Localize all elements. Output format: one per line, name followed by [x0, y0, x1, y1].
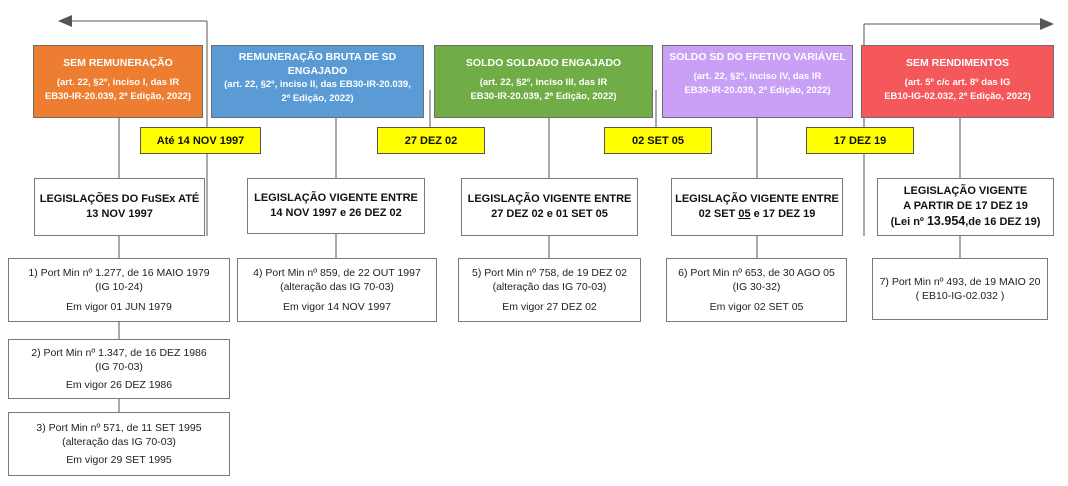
legislation-line2: 14 NOV 1997 e 26 DEZ 02 [270, 207, 402, 219]
legislation-line1: LEGISLAÇÃO VIGENTE ENTRE [675, 193, 839, 205]
category-ref: EB30-IR-20.039, 2ª Edição, 2022) [470, 91, 617, 102]
portaria-title: 6) Port Min nº 653, de 30 AGO 05 [678, 267, 835, 279]
category-title-line2: ENGAJADO [287, 65, 348, 77]
portaria-vigor: Em vigor 26 DEZ 1986 [65, 379, 173, 391]
legislation-line2: A PARTIR DE 17 DEZ 19 [903, 200, 1028, 212]
portaria-ref: ( EB10-IG-02.032 ) [915, 290, 1005, 302]
portaria-vigor: Em vigor 02 SET 05 [709, 301, 804, 313]
category-ref: 2ª Edição, 2022) [281, 93, 354, 104]
portaria-ref: (alteração das IG 70-03) [492, 281, 607, 293]
legislation-date-year: 05 [738, 208, 751, 220]
category-sem-rendimentos: SEM RENDIMENTOS (art. 5º c/c art. 8º das… [861, 45, 1054, 118]
portaria-vigor: Em vigor 29 SET 1995 [66, 454, 172, 466]
portaria-title: 3) Port Min nº 571, de 11 SET 1995 [36, 422, 202, 434]
category-ref: (art. 5º c/c art. 8º das IG [904, 77, 1011, 88]
portaria-box-7: 7) Port Min nº 493, de 19 MAIO 20 ( EB10… [872, 258, 1048, 320]
category-sem-remuneracao: SEM REMUNERAÇÃO (art. 22, §2º, inciso I,… [33, 45, 203, 118]
legislation-line1: LEGISLAÇÃO VIGENTE [903, 185, 1028, 197]
date-label-1: Até 14 NOV 1997 [140, 127, 261, 154]
portaria-box-1: 1) Port Min nº 1.277, de 16 MAIO 1979 (I… [8, 258, 230, 322]
legislation-date-end: e 17 DEZ 19 [750, 208, 816, 220]
category-ref: (art. 22, §2º, inciso I, das IR [56, 77, 180, 88]
category-ref: (art. 22, §2º, inciso III, das IR [479, 77, 608, 88]
category-title: SOLDO SOLDADO ENGAJADO [465, 57, 622, 69]
legislation-line1: LEGISLAÇÃO VIGENTE ENTRE [467, 193, 632, 205]
portaria-ref: (IG 30-32) [732, 281, 781, 293]
date-label-2: 27 DEZ 02 [377, 127, 485, 154]
portaria-title: 1) Port Min nº 1.277, de 16 MAIO 1979 [28, 267, 210, 279]
category-title: SEM REMUNERAÇÃO [63, 57, 173, 69]
category-title: SEM RENDIMENTOS [905, 57, 1010, 69]
category-remuneracao-bruta: REMUNERAÇÃO BRUTA DE SD ENGAJADO (art. 2… [211, 45, 424, 118]
portaria-ref: (IG 70-03) [95, 361, 143, 373]
portaria-box-5: 5) Port Min nº 758, de 19 DEZ 02 (altera… [458, 258, 641, 322]
legislation-box-1: LEGISLAÇÕES DO FuSEx ATÉ 13 NOV 1997 [34, 178, 205, 236]
arrow-right-head [1040, 18, 1054, 30]
legislation-date-start: 02 SET [698, 208, 739, 220]
portaria-box-2: 2) Port Min nº 1.347, de 16 DEZ 1986 (IG… [8, 339, 230, 399]
legislation-law-number: 13.954 [926, 214, 966, 228]
legislation-line1: LEGISLAÇÃO VIGENTE ENTRE [254, 192, 418, 204]
legislation-line2: 13 NOV 1997 [86, 208, 153, 220]
portaria-title: 5) Port Min nº 758, de 19 DEZ 02 [472, 267, 627, 279]
legislation-box-4: LEGISLAÇÃO VIGENTE ENTRE 02 SET 05 e 17 … [671, 178, 843, 236]
portaria-title: 2) Port Min nº 1.347, de 16 DEZ 1986 [31, 347, 207, 359]
category-ref: EB30-IR-20.039, 2ª Edição, 2022) [44, 91, 192, 102]
category-soldo-efetivo-variavel: SOLDO SD DO EFETIVO VARIÁVEL (art. 22, §… [662, 45, 853, 118]
portaria-ref: (IG 10-24) [95, 281, 143, 293]
portaria-title: 4) Port Min nº 859, de 22 OUT 1997 [253, 267, 421, 279]
date-label-3: 02 SET 05 [604, 127, 712, 154]
portaria-title: 7) Port Min nº 493, de 19 MAIO 20 [879, 276, 1041, 288]
legislation-box-2: LEGISLAÇÃO VIGENTE ENTRE 14 NOV 1997 e 2… [247, 178, 425, 234]
portaria-box-6: 6) Port Min nº 653, de 30 AGO 05 (IG 30-… [666, 258, 847, 322]
legislation-line2: 02 SET 05 e 17 DEZ 19 [672, 207, 842, 222]
legislation-law-prefix: (Lei nº [890, 216, 927, 228]
portaria-box-3: 3) Port Min nº 571, de 11 SET 1995 (alte… [8, 412, 230, 476]
legislation-box-5: LEGISLAÇÃO VIGENTE A PARTIR DE 17 DEZ 19… [877, 178, 1054, 236]
category-ref: (art. 22, §2º, inciso II, das EB30-IR-20… [224, 79, 411, 90]
portaria-ref: (alteração das IG 70-03) [280, 281, 394, 293]
category-ref: EB30-IR-20.039, 2ª Edição, 2022) [684, 85, 831, 96]
date-label-4: 17 DEZ 19 [806, 127, 914, 154]
portaria-ref: (alteração das IG 70-03) [62, 436, 176, 448]
portaria-vigor: Em vigor 14 NOV 1997 [283, 301, 391, 313]
category-title: REMUNERAÇÃO BRUTA DE SD [238, 51, 397, 63]
category-ref: (art. 22, §2º, inciso IV, das IR [693, 71, 822, 82]
category-soldo-engajado: SOLDO SOLDADO ENGAJADO (art. 22, §2º, in… [434, 45, 653, 118]
legislation-line3: (Lei nº 13.954,de 16 DEZ 19) [878, 214, 1053, 230]
category-ref: EB10-IG-02.032, 2ª Edição, 2022) [884, 91, 1031, 102]
legislation-law-date: ,de 16 DEZ 19) [965, 216, 1041, 228]
legislation-box-3: LEGISLAÇÃO VIGENTE ENTRE 27 DEZ 02 e 01 … [461, 178, 638, 236]
portaria-vigor: Em vigor 01 JUN 1979 [66, 301, 172, 313]
portaria-vigor: Em vigor 27 DEZ 02 [502, 301, 597, 313]
legislation-line2: 27 DEZ 02 e 01 SET 05 [491, 208, 608, 220]
arrow-left-head [58, 15, 72, 27]
portaria-box-4: 4) Port Min nº 859, de 22 OUT 1997 (alte… [237, 258, 437, 322]
legislation-line1: LEGISLAÇÕES DO FuSEx ATÉ [39, 193, 200, 205]
category-title: SOLDO SD DO EFETIVO VARIÁVEL [669, 51, 846, 63]
